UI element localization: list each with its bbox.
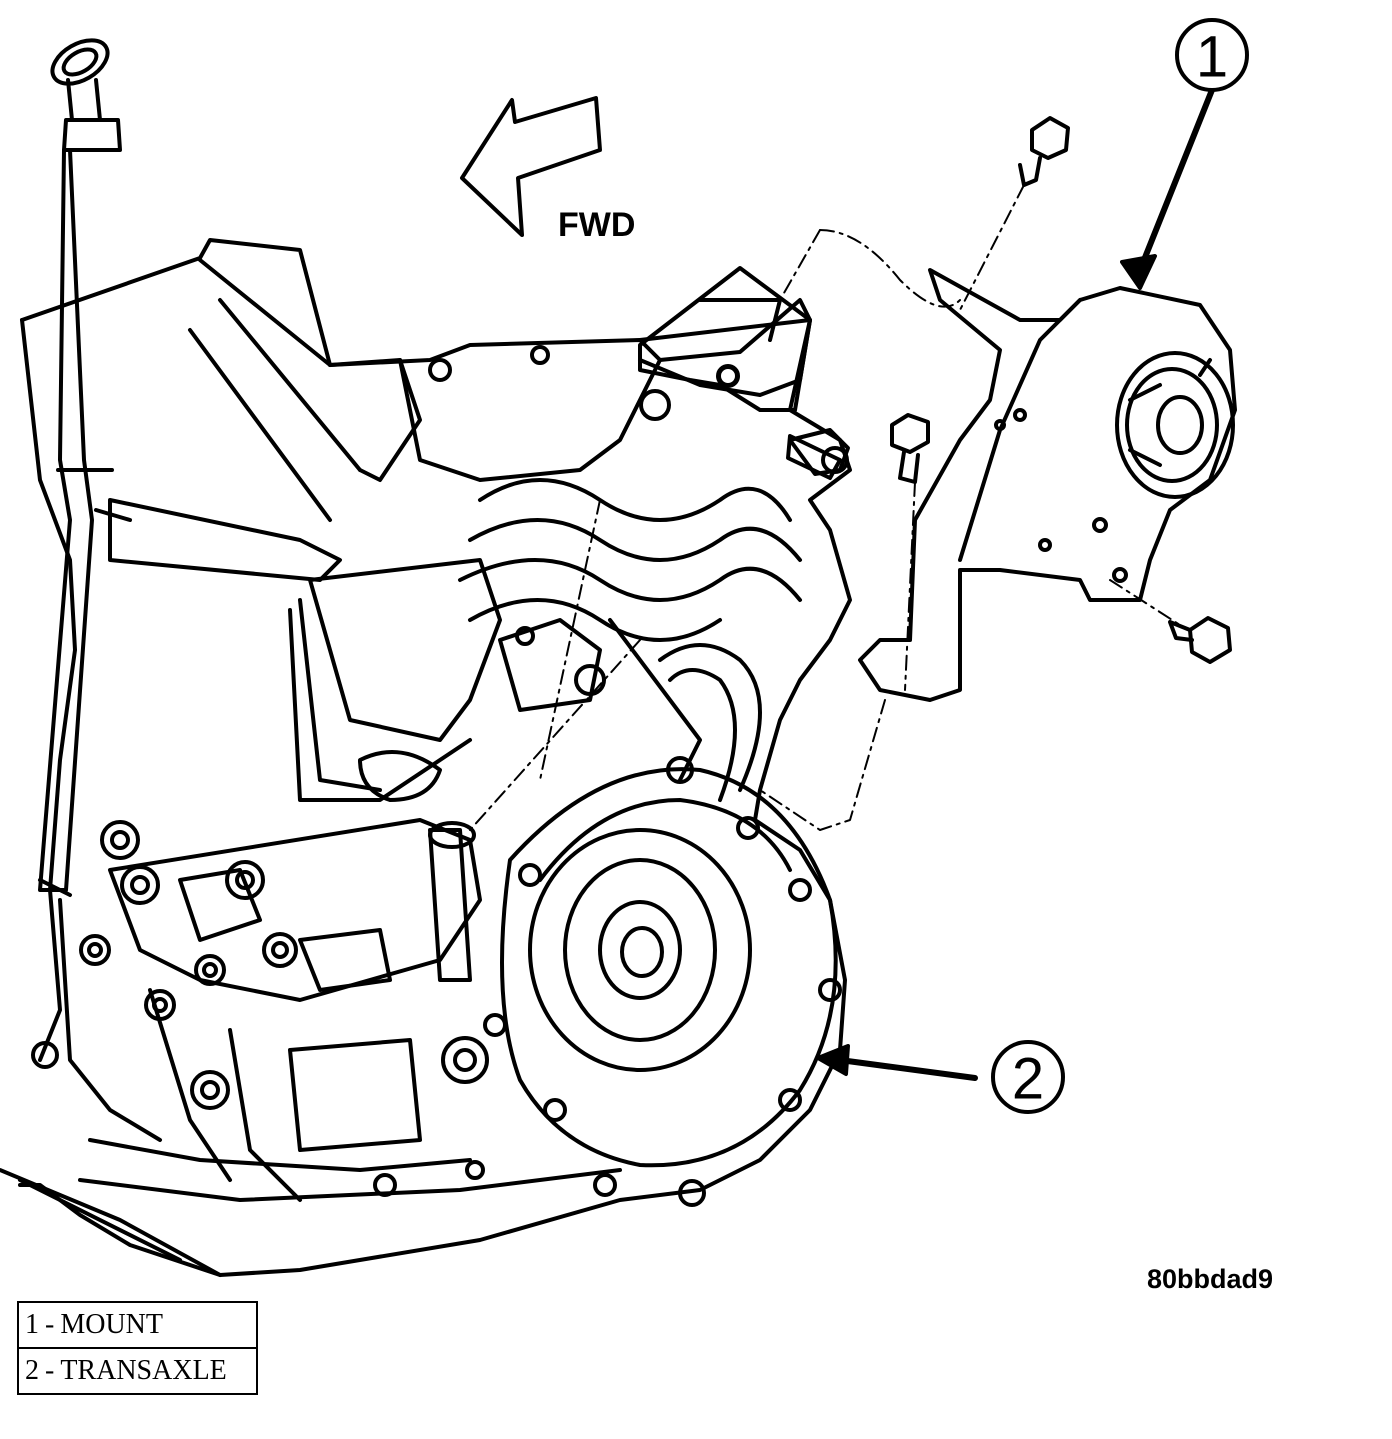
callout-1: 1	[1175, 18, 1249, 92]
callout-2-number: 2	[1012, 1047, 1044, 1112]
callout-1-leader	[1120, 87, 1215, 290]
legend-table: 1-MOUNT 2-TRANSAXLE	[17, 1301, 258, 1395]
legend-row-transaxle: 2-TRANSAXLE	[19, 1347, 256, 1393]
engine-mount	[858, 268, 1237, 702]
fwd-arrow	[460, 96, 602, 237]
callout-2: 2	[991, 1040, 1065, 1114]
mount-bolt-top	[1018, 116, 1070, 187]
figure-id: 80bbdad9	[1147, 1264, 1273, 1294]
legend-label: TRANSAXLE	[60, 1355, 227, 1386]
legend-separator: -	[45, 1309, 55, 1340]
dipstick-tube	[38, 38, 132, 897]
mount-bolt-right	[1168, 616, 1232, 664]
mount-bolt-middle	[890, 413, 930, 484]
alignment-lines	[469, 184, 1181, 831]
fwd-label: FWD	[558, 206, 635, 244]
legend-label: MOUNT	[60, 1309, 163, 1340]
legend-number: 2	[25, 1355, 39, 1386]
callout-1-number: 1	[1196, 25, 1228, 90]
mount-bolt-bracket	[788, 428, 850, 476]
legend-separator: -	[45, 1355, 55, 1386]
legend-number: 1	[25, 1309, 39, 1340]
transaxle-body	[0, 238, 852, 1277]
callout-2-leader	[816, 1044, 978, 1081]
legend-row-mount: 1-MOUNT	[19, 1303, 256, 1347]
